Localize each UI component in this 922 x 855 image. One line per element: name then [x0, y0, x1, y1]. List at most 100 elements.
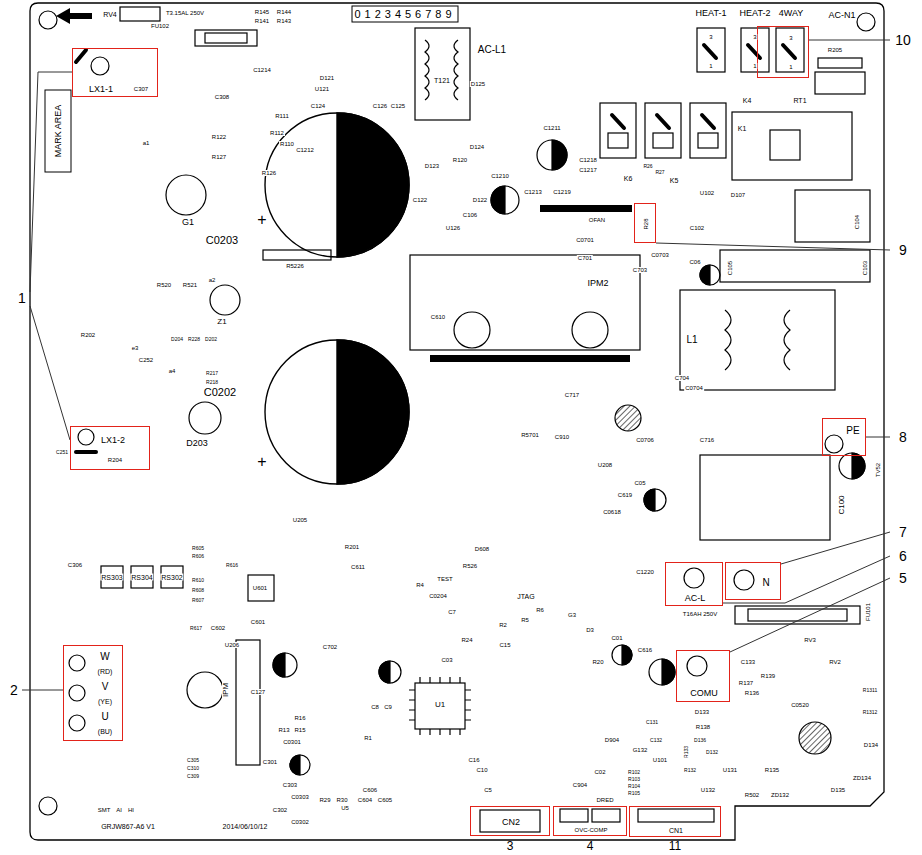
- silkscreen-label: TV52: [875, 462, 881, 478]
- silkscreen-label: R105: [627, 791, 641, 796]
- silkscreen-label: C717: [564, 392, 580, 398]
- silkscreen-label: U208: [597, 462, 613, 468]
- ic-body: [430, 205, 632, 362]
- silkscreen-label: HI: [127, 807, 135, 813]
- component-outline: [572, 312, 608, 348]
- silkscreen-label: C122: [412, 197, 428, 203]
- silkscreen-label: a2: [208, 277, 217, 283]
- connector-outline: OVC-COMP: [553, 806, 627, 836]
- silkscreen-label: R30: [335, 797, 348, 803]
- component-outline: [741, 28, 769, 72]
- silkscreen-label: C1217: [578, 167, 598, 173]
- silkscreen-label: 3: [708, 34, 713, 40]
- electrolytic-capacitor: [662, 659, 675, 685]
- silkscreen-label: D135: [830, 787, 846, 793]
- fuse-symbol: [120, 7, 860, 624]
- silkscreen-label: C606: [362, 787, 378, 793]
- silkscreen-label: C0703: [650, 252, 670, 258]
- silkscreen-label: C0203: [205, 235, 239, 246]
- silkscreen-label: U132: [700, 787, 716, 793]
- component-outline: [454, 312, 490, 348]
- silkscreen-label: C610: [430, 314, 446, 320]
- silkscreen-label: R133: [684, 745, 689, 759]
- silkscreen-label: R136: [744, 690, 760, 696]
- silkscreen-label: D133: [694, 709, 710, 715]
- silkscreen-label: G132: [632, 747, 649, 753]
- silkscreen-label: C16: [467, 757, 480, 763]
- silkscreen-label: K4: [742, 97, 753, 104]
- component-outline: [653, 133, 673, 148]
- silkscreen-label: C309: [186, 774, 200, 779]
- copper-trace: [612, 115, 624, 128]
- silkscreen-label: C305: [186, 758, 200, 763]
- silkscreen-label: C100: [838, 494, 846, 515]
- silkscreen-label: 2014/06/10/12: [222, 823, 269, 830]
- component-outline: [101, 28, 870, 832]
- electrolytic-capacitor: [537, 140, 567, 170]
- silkscreen-label: R1311: [862, 688, 878, 693]
- silkscreen-label: R202: [80, 332, 96, 338]
- component-outline: [645, 103, 681, 158]
- silkscreen-label: U121: [314, 86, 330, 92]
- callout-number: 5: [898, 571, 908, 585]
- electrolytic-capacitor: [491, 186, 505, 214]
- callout-number: 3: [506, 840, 515, 852]
- silkscreen-label: C704: [674, 375, 690, 381]
- callout-number: 11: [668, 840, 682, 852]
- silkscreen-label: U1: [434, 701, 446, 709]
- copper-trace: [76, 50, 86, 62]
- electrolytic-capacitor: [273, 653, 285, 677]
- silkscreen-label: D122: [472, 197, 488, 203]
- connector-outline: LX1-1C307: [72, 48, 158, 97]
- component-outline: [608, 133, 628, 148]
- electrolytic-capacitor: [839, 453, 865, 479]
- silkscreen-label: C0202: [203, 387, 237, 398]
- copper-trace: [657, 115, 669, 128]
- silkscreen-label: e3: [131, 345, 140, 351]
- component-outline: [720, 250, 870, 282]
- silkscreen-label: C124: [310, 103, 326, 109]
- silkscreen-label: R2: [498, 622, 508, 628]
- callout-number: 10: [894, 33, 912, 47]
- connector-outline: W(RD)V(YE)U(BU): [63, 645, 123, 741]
- silkscreen-label: R6: [535, 607, 545, 613]
- direction-arrow: [56, 8, 92, 24]
- silkscreen-label: R138: [695, 724, 711, 730]
- silkscreen-label: R104: [627, 784, 641, 789]
- callout-number: 2: [9, 683, 19, 697]
- ic-body: [430, 355, 630, 362]
- component-outline: [409, 677, 471, 735]
- silkscreen-label: K1: [737, 125, 748, 132]
- component-outline: [263, 250, 331, 260]
- silkscreen-label: U126: [445, 225, 461, 231]
- component-outline: [697, 28, 725, 72]
- component-outline: [161, 566, 183, 588]
- silkscreen-label: R218: [205, 380, 219, 385]
- electrolytic-capacitor: [273, 653, 297, 677]
- silkscreen-label: C611: [350, 564, 366, 570]
- silkscreen-label: C10: [475, 767, 488, 773]
- electrolytic-capacitor: [290, 755, 300, 775]
- silkscreen-label: R20: [591, 659, 604, 665]
- silkscreen-label: R606: [191, 554, 205, 559]
- component-outline: [725, 310, 790, 370]
- silkscreen-label: RS303: [100, 574, 123, 581]
- component-outline: [189, 402, 221, 434]
- silkscreen-label: T16AH 250V: [682, 611, 718, 617]
- electrolytic-capacitor: [379, 661, 390, 683]
- connector-label: 1: [788, 64, 793, 70]
- component-outline: [690, 103, 726, 158]
- silkscreen-label: D203: [185, 439, 209, 448]
- silkscreen-label: GRJW867-A6 V1: [100, 823, 156, 830]
- connector-label: U: [100, 712, 109, 722]
- connector-outline: CN2: [470, 806, 550, 836]
- silkscreen-label: JTAG: [516, 593, 535, 600]
- silkscreen-label: U5: [340, 805, 350, 811]
- callout-number: 6: [898, 549, 908, 563]
- terminal-pad: [687, 656, 707, 676]
- silkscreen-label: C103: [862, 260, 868, 276]
- silkscreen-label: R120: [452, 157, 468, 163]
- component-outline: [638, 809, 714, 822]
- silkscreen-label: C127: [250, 689, 266, 695]
- silkscreen-label: C1211: [542, 125, 561, 131]
